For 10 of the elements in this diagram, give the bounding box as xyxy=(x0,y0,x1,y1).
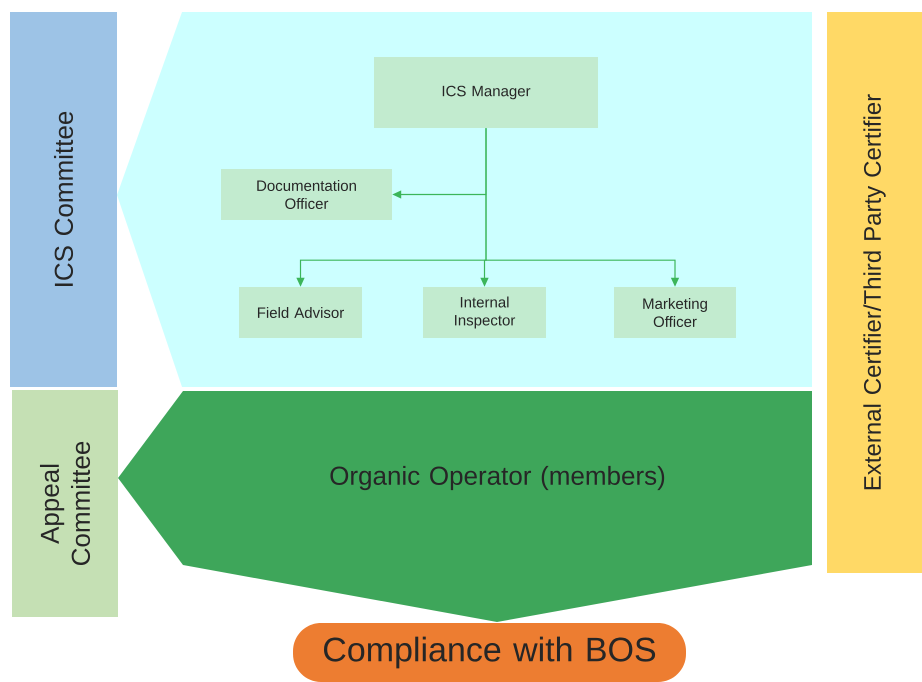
side-band: External Certifier/Third Party Certifier xyxy=(827,12,922,573)
operator-band: Organic Operator (members) xyxy=(118,391,812,622)
side-band: ICS Committee xyxy=(10,12,117,387)
result-pill: Compliance with BOS xyxy=(293,623,686,682)
role-box: Internal Inspector xyxy=(423,287,546,338)
role-box: Marketing Officer xyxy=(614,287,736,338)
side-band: Appeal Committee xyxy=(12,390,118,617)
role-box: Field Advisor xyxy=(239,287,362,338)
role-box: Documentation Officer xyxy=(221,169,392,220)
role-box: ICS Manager xyxy=(374,57,598,128)
